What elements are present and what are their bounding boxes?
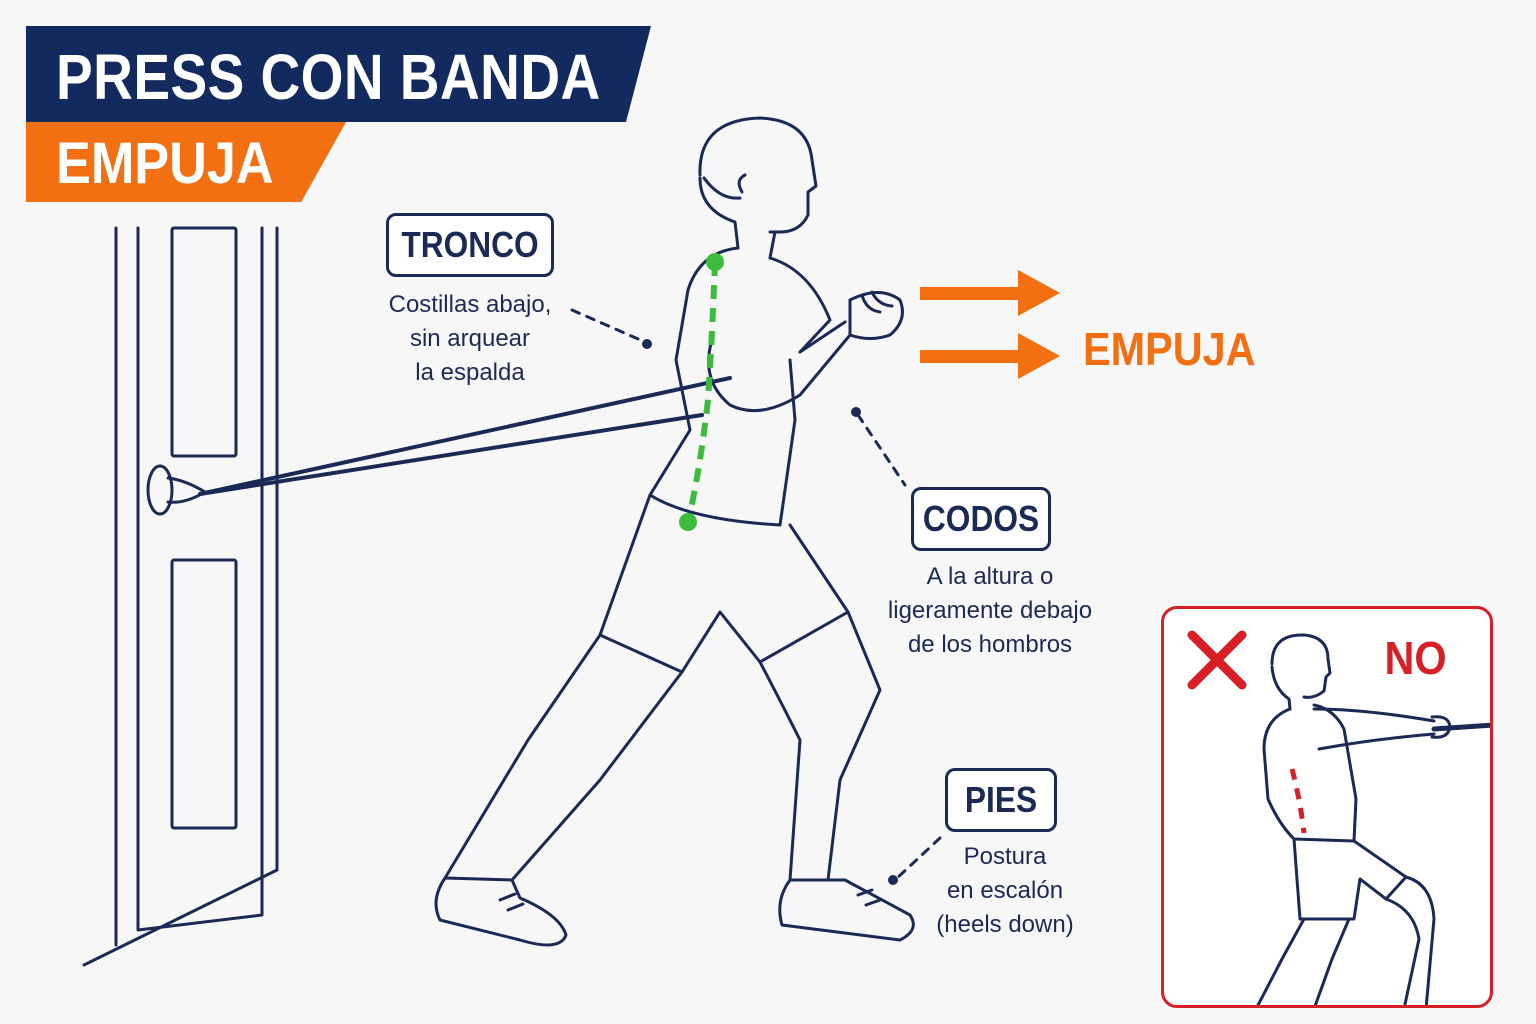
callout-codos-description: A la altura o ligeramente debajo de los …: [887, 563, 1093, 658]
page-title: PRESS CON BANDA: [56, 41, 601, 113]
push-arrows-icon: [920, 270, 1060, 379]
wrong-posture-illustration: [1187, 630, 1490, 1005]
cross-icon: [1187, 630, 1247, 690]
spine-alignment-line: [679, 253, 724, 531]
wrong-label: NO: [1384, 632, 1447, 684]
push-label: EMPUJA: [1083, 323, 1256, 375]
callout-codos-label: CODOS: [911, 487, 1051, 551]
title-banner: PRESS CON BANDA: [26, 26, 651, 122]
resistance-band-icon: [198, 376, 732, 496]
wrong-example-panel: NO: [1161, 606, 1493, 1008]
subtitle-banner: EMPUJA: [26, 122, 346, 202]
callout-pies-label: PIES: [945, 768, 1057, 832]
callout-tronco-label: TRONCO: [386, 213, 554, 277]
door-illustration: [82, 226, 279, 967]
callout-pies-description: Postura en escalón (heels down): [936, 843, 1074, 938]
callout-leaders: [570, 308, 942, 882]
arched-back-indicator: [1289, 768, 1307, 834]
callout-tronco-description: Costillas abajo, sin arquear la espalda: [388, 291, 552, 386]
page-subtitle: EMPUJA: [56, 131, 274, 196]
